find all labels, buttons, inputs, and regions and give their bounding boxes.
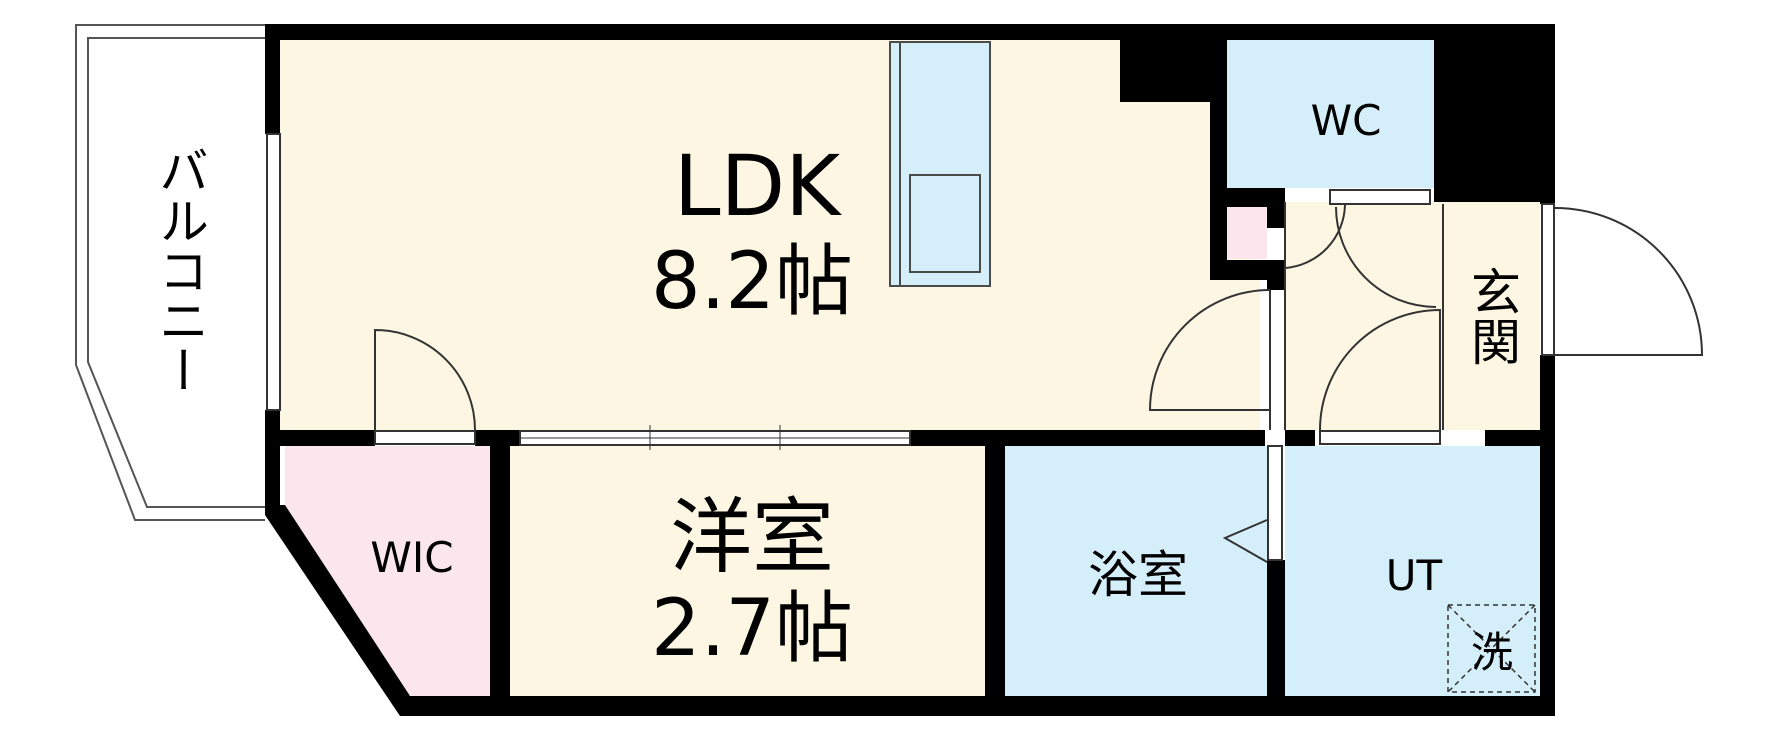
ut-floor bbox=[1285, 446, 1540, 696]
wc-door bbox=[1335, 206, 1437, 308]
closet-door bbox=[1284, 204, 1346, 269]
bath-floor bbox=[1005, 446, 1267, 696]
ut-label: UT bbox=[1386, 551, 1443, 600]
walls bbox=[265, 24, 1555, 716]
balcony-outline bbox=[75, 24, 265, 521]
entrance-label: 玄関 bbox=[1463, 266, 1521, 366]
western-name: 洋室 bbox=[670, 490, 834, 585]
ldk-name: LDK bbox=[674, 137, 842, 235]
ldk-size: 8.2帖 bbox=[651, 237, 853, 327]
entrance-floor bbox=[1285, 202, 1540, 430]
balcony bbox=[75, 24, 265, 521]
kitchen-counter bbox=[889, 41, 991, 287]
wic-floor bbox=[285, 446, 490, 696]
ldk-door bbox=[1148, 289, 1271, 411]
wic-label: WIC bbox=[370, 533, 453, 582]
ut-door bbox=[1319, 308, 1441, 431]
storage-small bbox=[1225, 207, 1267, 259]
western-floor bbox=[510, 446, 985, 696]
wc-label: WC bbox=[1311, 96, 1382, 145]
washer-space bbox=[1447, 604, 1536, 693]
bath-label: 浴室 bbox=[1088, 546, 1188, 604]
entrance-door bbox=[1554, 207, 1704, 356]
wic-door bbox=[374, 328, 476, 431]
ldk-floor bbox=[280, 40, 1260, 430]
balcony-window bbox=[266, 133, 281, 411]
doors bbox=[374, 204, 1704, 563]
balcony-inner-outline bbox=[87, 37, 265, 508]
wc-door-frame bbox=[1329, 189, 1431, 205]
sink bbox=[909, 174, 981, 273]
bath-door bbox=[1222, 519, 1268, 563]
balcony-label: バルコニー bbox=[151, 145, 209, 395]
western-size: 2.7帖 bbox=[651, 584, 853, 674]
wc-floor bbox=[1227, 40, 1434, 188]
entry-frame bbox=[1541, 203, 1555, 356]
washer-label: 洗 bbox=[1471, 628, 1513, 677]
